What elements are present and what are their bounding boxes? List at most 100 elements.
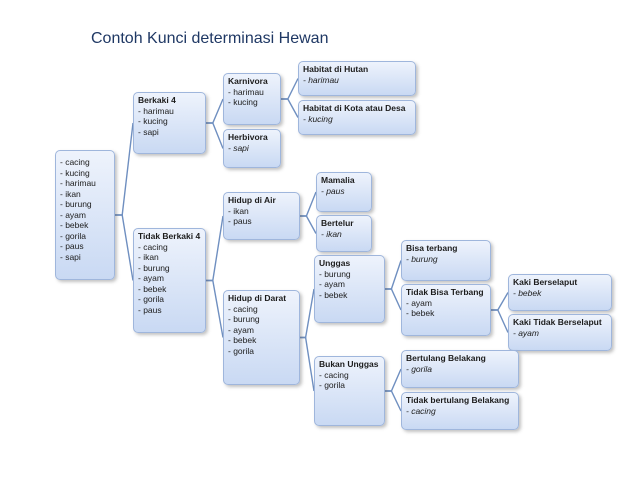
node-item: - kucing: [138, 116, 168, 126]
node-item: - paus: [60, 241, 84, 251]
node-item: - bebek: [228, 335, 257, 345]
connector-berkaki4-herbivora: [206, 122, 224, 149]
node-title: Habitat di Kota atau Desa: [303, 103, 406, 113]
connector-hidupdarat-bukanunggas: [300, 336, 315, 392]
node-unggas: Unggas- burung- ayam- bebek: [314, 255, 385, 323]
node-item: - sapi: [60, 251, 81, 262]
node-title: Mamalia: [321, 175, 355, 185]
node-item: - gorila: [406, 363, 432, 374]
node-karnivora: Karnivora- harimau- kucing: [223, 73, 281, 125]
node-item: - ayam: [319, 279, 345, 289]
node-tidakbisaterbang: Tidak Bisa Terbang- ayam- bebek: [401, 284, 491, 336]
node-title: Bukan Unggas: [319, 359, 379, 369]
node-item: - sapi: [138, 126, 159, 137]
node-item: - paus: [228, 216, 252, 226]
node-hidupair: Hidup di Air- ikan- paus: [223, 192, 300, 240]
node-title: Berkaki 4: [138, 95, 176, 105]
node-bertulang: Bertulang Belakang- gorila: [401, 350, 519, 388]
node-tidakbertulang: Tidak bertulang Belakang- cacing: [401, 392, 519, 430]
node-item: - cacing: [319, 369, 349, 380]
node-tidakberkaki4: Tidak Berkaki 4- cacing- ikan- burung- a…: [133, 228, 206, 333]
node-item: - kucing: [303, 113, 333, 124]
node-item: - kucing: [228, 97, 258, 107]
node-title: Karnivora: [228, 76, 268, 86]
node-item: - harimau: [60, 178, 96, 188]
connector-karnivora-habitatkota: [281, 98, 299, 118]
node-title: Unggas: [319, 258, 351, 268]
connector-root-berkaki4: [115, 122, 134, 216]
node-kakitidakberselaput: Kaki Tidak Berselaput- ayam: [508, 314, 612, 351]
node-title: Tidak Berkaki 4: [138, 231, 201, 241]
node-item: - burung: [319, 268, 351, 279]
connector-bukanunggas-bertulang: [385, 368, 402, 392]
node-title: Kaki Tidak Berselaput: [513, 317, 602, 327]
node-hidupdarat: Hidup di Darat- cacing- burung- ayam- be…: [223, 290, 300, 385]
node-habitatkota: Habitat di Kota atau Desa- kucing: [298, 100, 416, 135]
node-title: Habitat di Hutan: [303, 64, 369, 74]
node-item: - bebek: [60, 220, 89, 230]
node-kakiberselaput: Kaki Berselaput- bebek: [508, 274, 612, 311]
node-item: - ayam: [406, 297, 432, 308]
node-title: Bertulang Belakang: [406, 353, 486, 363]
node-item: - ayam: [228, 324, 254, 335]
node-item: - burung: [60, 199, 92, 209]
node-title: Herbivora: [228, 132, 268, 142]
node-item: - burung: [138, 262, 170, 273]
node-herbivora: Herbivora- sapi: [223, 129, 281, 168]
node-berkaki4: Berkaki 4- harimau- kucing- sapi: [133, 92, 206, 154]
node-title: Hidup di Darat: [228, 293, 287, 303]
node-item: - cacing: [60, 157, 90, 167]
node-item: - burung: [228, 314, 260, 324]
node-item: - paus: [321, 185, 345, 196]
node-item: - ayam: [513, 327, 539, 338]
node-bukanunggas: Bukan Unggas- cacing- gorila: [314, 356, 385, 426]
node-item: - bebek: [319, 289, 348, 300]
node-item: - ayam: [138, 273, 164, 283]
node-item: - gorila: [228, 345, 254, 356]
connector-root-tidakberkaki4: [115, 214, 134, 281]
node-item: - cacing: [138, 241, 168, 252]
connector-bukanunggas-tidakbertulang: [385, 390, 402, 412]
node-item: - cacing: [228, 303, 258, 314]
node-title: Hidup di Air: [228, 195, 276, 205]
node-item: - ikan: [138, 252, 159, 262]
node-item: - bebek: [406, 308, 435, 318]
node-item: - kucing: [60, 167, 90, 178]
node-habitathutan: Habitat di Hutan- harimau: [298, 61, 416, 96]
node-item: - sapi: [228, 142, 249, 153]
node-item: - harimau: [228, 86, 264, 97]
node-item: - ikan: [321, 228, 342, 239]
connector-hidupdarat-unggas: [300, 288, 315, 339]
node-item: - paus: [138, 304, 162, 315]
node-title: Bertelur: [321, 218, 354, 228]
node-item: - harimau: [138, 105, 174, 116]
node-item: - ikan: [228, 205, 249, 216]
connector-tidakbisaterbang-kakitidakberselaput: [491, 309, 509, 333]
connector-berkaki4-karnivora: [206, 98, 224, 124]
node-title: Tidak bertulang Belakang: [406, 395, 510, 405]
node-mamalia: Mamalia- paus: [316, 172, 372, 212]
node-title: Bisa terbang: [406, 243, 458, 253]
node-item: - gorila: [138, 294, 164, 304]
connector-tidakbisaterbang-kakiberselaput: [491, 292, 509, 311]
node-title: Kaki Berselaput: [513, 277, 578, 287]
node-item: - harimau: [303, 74, 339, 85]
connector-tidakberkaki4-hidupair: [206, 215, 224, 282]
connector-karnivora-habitathutan: [281, 78, 299, 100]
node-item: - gorila: [319, 380, 345, 390]
node-item: - bebek: [138, 283, 167, 294]
connector-unggas-tidakbisaterbang: [385, 288, 402, 311]
connector-unggas-bisaterbang: [385, 260, 402, 290]
node-item: - bebek: [513, 287, 542, 298]
node-item: - ikan: [60, 188, 81, 199]
connector-tidakberkaki4-hidupdarat: [206, 279, 224, 338]
connector-hidupair-mamalia: [300, 191, 317, 217]
node-item: - ayam: [60, 209, 86, 220]
node-bisaterbang: Bisa terbang- burung: [401, 240, 491, 281]
node-bertelur: Bertelur- ikan: [316, 215, 372, 252]
node-item: - gorila: [60, 230, 86, 241]
node-title: Tidak Bisa Terbang: [406, 287, 484, 297]
node-item: - cacing: [406, 405, 436, 416]
node-root: - cacing- kucing- harimau- ikan- burung-…: [55, 150, 115, 280]
